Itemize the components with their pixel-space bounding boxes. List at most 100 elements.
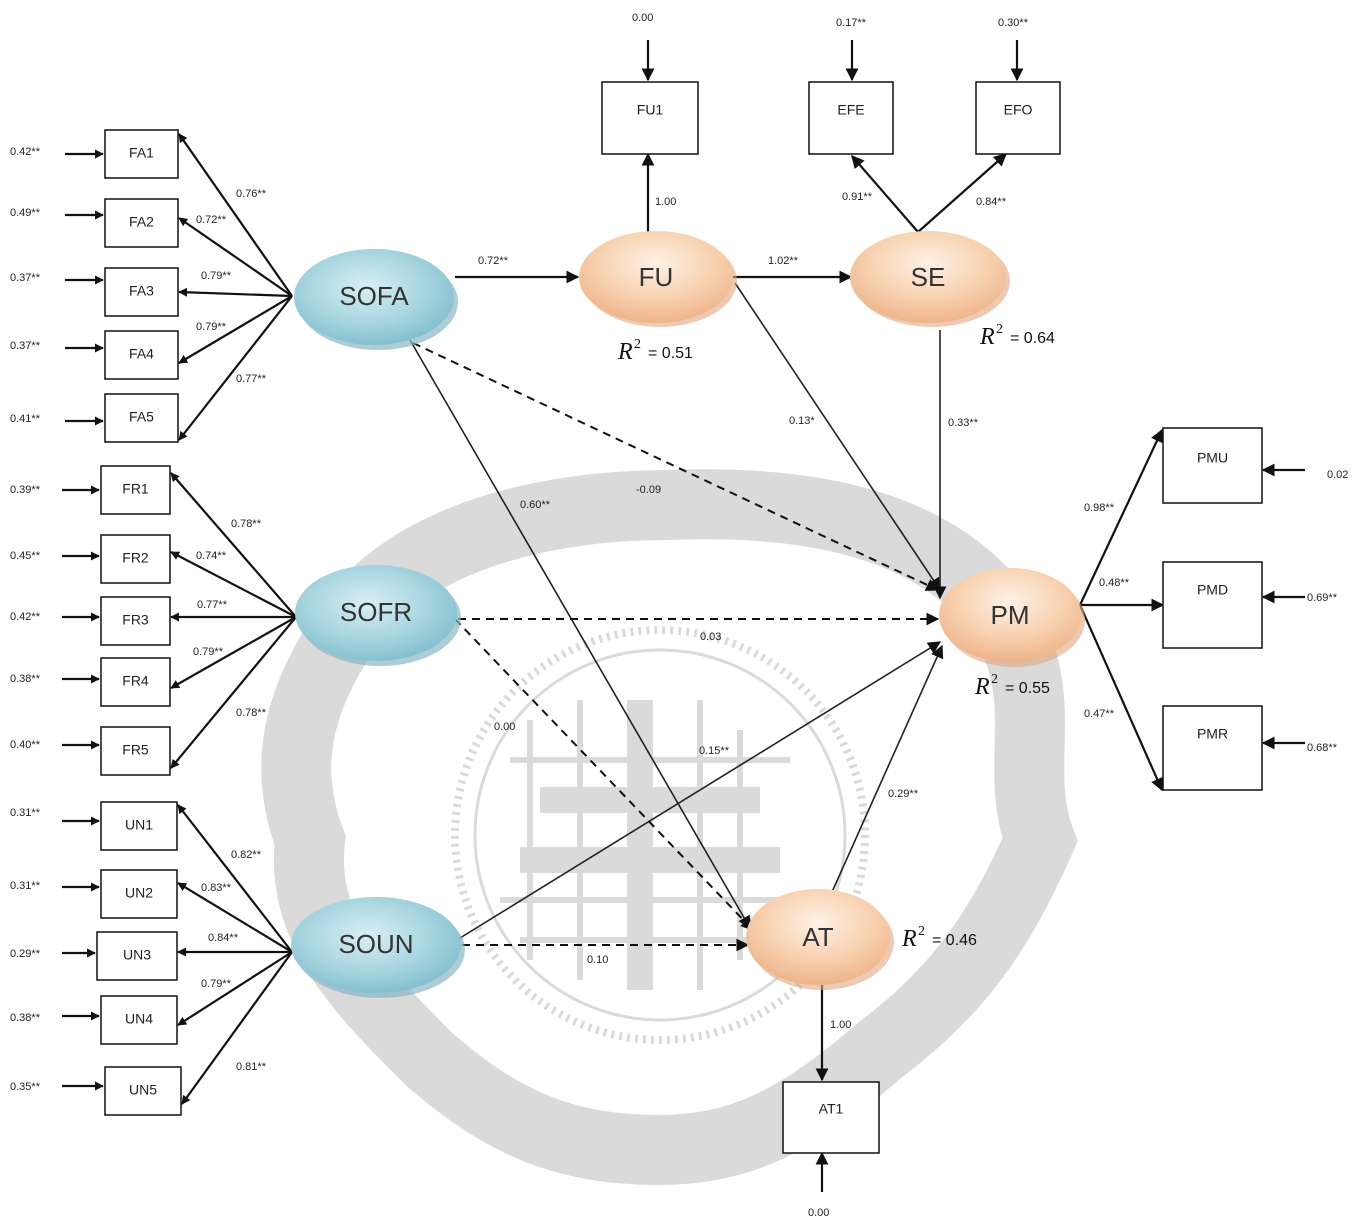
loading-label-fa5: 0.77**	[236, 373, 267, 385]
path-label-sofa-fu: 0.72**	[478, 255, 509, 267]
error-label-un3: 0.29**	[10, 948, 41, 960]
svg-text:= 0.51: = 0.51	[648, 345, 693, 362]
indicator-un5: UN5	[104, 1066, 182, 1116]
path-label-soun-at: 0.10	[587, 954, 608, 966]
error-label-fa2: 0.49**	[10, 207, 41, 219]
loading-label-pmd: 0.48**	[1099, 577, 1130, 589]
r-squared-fu: R 2 = 0.51	[617, 337, 693, 365]
path-label-sofa-pm: -0.09	[636, 484, 661, 496]
indicator-boxes: FA1 FA2 FA3 FA4 FA5 FR1 FR2 FR3 FR4 FR5 …	[96, 81, 1263, 1154]
loading-line-fr5	[170, 616, 297, 769]
svg-text:2: 2	[991, 672, 998, 687]
latent-at: AT	[746, 889, 894, 990]
indicator-un4: UN4	[100, 995, 178, 1045]
loading-line-fr1	[170, 472, 297, 618]
loading-line-un5	[181, 951, 293, 1105]
indicator-fa2: FA2	[104, 198, 179, 248]
path-label-sofa-at: 0.60**	[520, 499, 551, 511]
factor-loading-lines	[170, 133, 297, 1105]
error-labels: 0.42** 0.49** 0.37** 0.37** 0.41** 0.39*…	[10, 12, 1348, 1219]
r-squared-at: R 2 = 0.46	[901, 924, 977, 952]
path-labels: 0.72** 1.02** 0.13* 0.33** -0.09 0.60** …	[478, 255, 979, 966]
path-label-fu-se: 1.02**	[768, 255, 799, 267]
indicator-fa3: FA3	[104, 267, 179, 317]
error-label-un4: 0.38**	[10, 1012, 41, 1024]
loading-label-at1: 1.00	[830, 1019, 851, 1031]
loading-label-fr3: 0.77**	[197, 599, 228, 611]
error-label-fr2: 0.45**	[10, 550, 41, 562]
loading-label-fr1: 0.78**	[231, 518, 262, 530]
svg-text:FA4: FA4	[129, 346, 154, 362]
svg-text:2: 2	[918, 924, 925, 939]
svg-text:PMU: PMU	[1197, 450, 1228, 466]
error-arrows	[62, 40, 1305, 1192]
error-label-fa5: 0.41**	[10, 413, 41, 425]
svg-text:UN5: UN5	[129, 1082, 157, 1098]
svg-text:= 0.64: = 0.64	[1010, 330, 1055, 347]
svg-text:AT: AT	[802, 922, 833, 952]
error-label-efe: 0.17**	[836, 17, 867, 29]
indicator-fr2: FR2	[100, 534, 171, 584]
path-label-fu-pm: 0.13*	[789, 415, 815, 427]
structural-paths-solid	[409, 152, 1165, 1082]
path-label-soun-pm: 0.15**	[699, 745, 730, 757]
error-label-fa3: 0.37**	[10, 272, 41, 284]
svg-text:R: R	[901, 926, 917, 952]
loading-label-pmu: 0.98**	[1084, 502, 1115, 514]
path-sofa-at	[409, 339, 751, 930]
indicator-un1: UN1	[100, 801, 178, 851]
loading-line-fa1	[178, 133, 293, 297]
svg-text:AT1: AT1	[819, 1101, 844, 1117]
latent-fu: FU	[579, 231, 737, 327]
loading-label-fa2: 0.72**	[196, 214, 227, 226]
loading-label-fr5: 0.78**	[236, 707, 267, 719]
svg-text:UN2: UN2	[125, 885, 153, 901]
error-label-fr1: 0.39**	[10, 484, 41, 496]
indicator-at1: AT1	[782, 1081, 880, 1154]
svg-text:PMR: PMR	[1197, 726, 1228, 742]
svg-text:FU: FU	[639, 262, 674, 292]
path-se-efo	[917, 153, 1007, 233]
svg-text:FR2: FR2	[122, 550, 149, 566]
loading-line-fa2	[178, 217, 293, 297]
loading-labels: 0.76** 0.72** 0.79** 0.79** 0.77** 0.78*…	[193, 188, 1130, 1073]
svg-text:2: 2	[996, 322, 1003, 337]
error-label-fa4: 0.37**	[10, 340, 41, 352]
svg-text:FU1: FU1	[637, 102, 664, 118]
error-label-fr4: 0.38**	[10, 673, 41, 685]
svg-text:FR4: FR4	[122, 673, 149, 689]
indicator-un3: UN3	[96, 931, 178, 981]
error-label-un1: 0.31**	[10, 807, 41, 819]
loading-label-fu1: 1.00	[655, 196, 676, 208]
loading-line-un4	[177, 951, 293, 1026]
svg-text:SOFR: SOFR	[340, 597, 412, 627]
svg-text:FR3: FR3	[122, 612, 149, 628]
path-sofa-pm	[412, 342, 940, 591]
path-pm-pmr	[1078, 604, 1164, 792]
indicator-fa5: FA5	[104, 393, 179, 443]
svg-text:UN4: UN4	[125, 1011, 153, 1027]
path-sofr-at	[454, 618, 754, 931]
error-label-fr3: 0.42**	[10, 611, 41, 623]
path-se-efe	[851, 155, 919, 233]
svg-text:PM: PM	[991, 600, 1030, 630]
latent-soun: SOUN	[291, 897, 465, 998]
svg-text:2: 2	[634, 337, 641, 352]
path-at-pm	[831, 644, 944, 893]
svg-text:SOFA: SOFA	[339, 281, 409, 311]
loading-label-un4: 0.79**	[201, 978, 232, 990]
loading-label-un1: 0.82**	[231, 849, 262, 861]
indicator-fu1: FU1	[601, 81, 699, 155]
loading-label-fa4: 0.79**	[196, 321, 227, 333]
error-label-un2: 0.31**	[10, 880, 41, 892]
loading-label-un5: 0.81**	[236, 1061, 267, 1073]
latent-sofa: SOFA	[294, 249, 458, 350]
svg-text:FA2: FA2	[129, 214, 154, 230]
latent-pm: PM	[939, 568, 1085, 667]
loading-label-fa3: 0.79**	[201, 270, 232, 282]
path-label-at-pm: 0.29**	[888, 788, 919, 800]
loading-label-fa1: 0.76**	[236, 188, 267, 200]
loading-line-fa3	[178, 287, 293, 298]
error-label-at1: 0.00	[808, 1207, 829, 1219]
